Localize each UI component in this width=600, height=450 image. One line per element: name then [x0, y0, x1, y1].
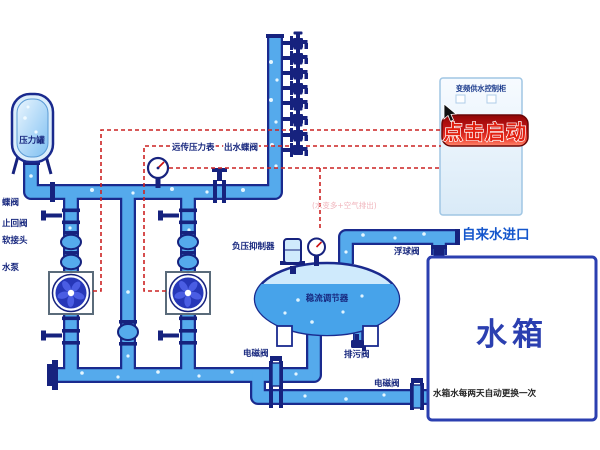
- pipes-outline: [23, 38, 458, 405]
- middle-coupling: [117, 320, 139, 346]
- label-float-valve: 浮球阀: [394, 246, 420, 257]
- pipes-fill: [25, 38, 458, 403]
- label-flow-regulator: 稳流调节器: [306, 293, 349, 304]
- label-drain-valve: 排污阀: [344, 349, 370, 360]
- label-solenoid-valve-right: 电磁阀: [374, 378, 400, 389]
- start-button[interactable]: 点击启动: [441, 114, 529, 147]
- label-butterfly-valve: 蝶阀: [2, 197, 19, 208]
- tank-note: 水箱水每两天自动更换一次: [433, 387, 537, 399]
- vessel-pressure-gauge: [307, 237, 326, 266]
- pressure-tank: [10, 92, 55, 175]
- cursor-arrow-icon: [443, 103, 457, 123]
- label-water-pump: 水泵: [1, 262, 20, 273]
- water-speckles: [29, 60, 426, 401]
- label-pressure-tank: 压力罐: [19, 135, 45, 146]
- label-remote-pressure-gauge: 远传压力表: [172, 142, 215, 153]
- label-solenoid-valve-left: 电磁阀: [243, 348, 269, 359]
- riser-taps: [282, 31, 308, 157]
- pump-1: [48, 271, 94, 315]
- tank-title: 水箱: [476, 317, 548, 353]
- indicator-lamp-2: [486, 94, 497, 104]
- manifold-pressure-gauge: [146, 156, 170, 188]
- vessel-leg-right: [362, 325, 379, 347]
- label-tap-water-inlet: 自来水进口: [462, 226, 530, 243]
- solenoid-valve-right-glyph: [409, 377, 425, 411]
- pump-2: [165, 271, 211, 315]
- label-check-valve: 止回阀: [2, 218, 28, 229]
- vessel-leg-left: [276, 325, 293, 347]
- manifold-valve: [212, 168, 227, 203]
- indicator-lamp-1: [455, 94, 466, 104]
- water-tank: [426, 255, 598, 422]
- flow-regulator-vessel: [253, 261, 401, 347]
- solenoid-valve-left-glyph: [268, 355, 284, 389]
- start-button-label[interactable]: 点击启动: [442, 119, 527, 144]
- negative-pressure-suppressor: [280, 238, 305, 274]
- drain-valve-glyph: [351, 334, 366, 351]
- label-flexible-joint: 软接头: [2, 235, 28, 246]
- label-outlet-butterfly-valve: 出水蝶阀: [224, 142, 258, 153]
- label-air-note: (水变多+空气排出): [312, 200, 377, 210]
- label-negative-pressure-suppressor: 负压抑制器: [232, 241, 275, 252]
- cabinet-title: 变频供水控制柜: [456, 84, 506, 93]
- pipe-flanges: [47, 34, 460, 408]
